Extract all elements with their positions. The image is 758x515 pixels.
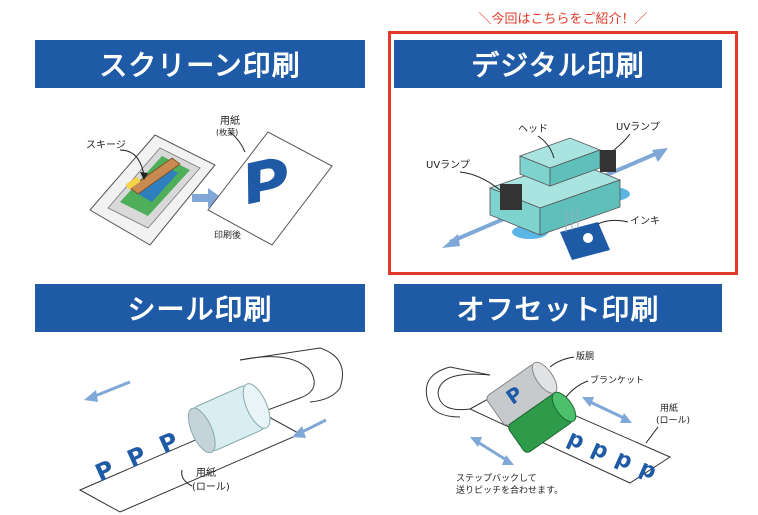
seal-paper-sub-label: (ロール) xyxy=(192,482,230,493)
after-print-label: 印刷後 xyxy=(214,229,241,241)
squeegee-label: スキージ xyxy=(86,140,126,151)
plate-cylinder-label: 版胴 xyxy=(576,350,594,362)
offset-paper-label: 用紙 xyxy=(660,402,678,414)
seal-paper-label: 用紙 xyxy=(196,466,216,479)
seal-printing-diagram: P P P P 用紙 (ロール) xyxy=(78,347,343,513)
offset-printing-title: オフセット印刷 xyxy=(394,284,722,332)
paper-sub-label: (枚葉) xyxy=(216,127,238,137)
step-back-label: ステップバックして xyxy=(456,473,537,484)
screen-printing-title: スクリーン印刷 xyxy=(35,40,365,88)
seal-printing-title: シール印刷 xyxy=(35,284,365,332)
uv-lamp-right xyxy=(600,150,616,172)
highlight-frame xyxy=(388,31,738,275)
digital-printing-diagram: ヘッド UVランプ UVランプ インキ xyxy=(426,121,668,260)
pitch-label: 送りピッチを合わせます。 xyxy=(456,484,563,496)
p-glyph-sheet xyxy=(247,158,287,205)
offset-paper-sub-label: (ロール) xyxy=(656,416,690,426)
uv-lamp-left-label: UVランプ xyxy=(426,159,470,171)
intro-note: ＼今回はこちらをご紹介！／ xyxy=(478,12,648,27)
blanket-label: ブランケット xyxy=(590,374,644,386)
uv-lamp-left xyxy=(500,184,522,210)
paper-label: 用紙 xyxy=(220,114,240,127)
offset-printing-diagram: p p p p p P 版胴 ブランケット 用紙 (ロール) ステップバックして… xyxy=(425,350,690,496)
screen-printing-diagram: スキージ 用紙 (枚葉) 印刷後 xyxy=(86,114,333,246)
ink-label: インキ xyxy=(630,216,660,227)
head-label: ヘッド xyxy=(518,124,548,135)
uv-lamp-right-label: UVランプ xyxy=(616,121,660,133)
digital-printing-title: デジタル印刷 xyxy=(394,40,722,88)
